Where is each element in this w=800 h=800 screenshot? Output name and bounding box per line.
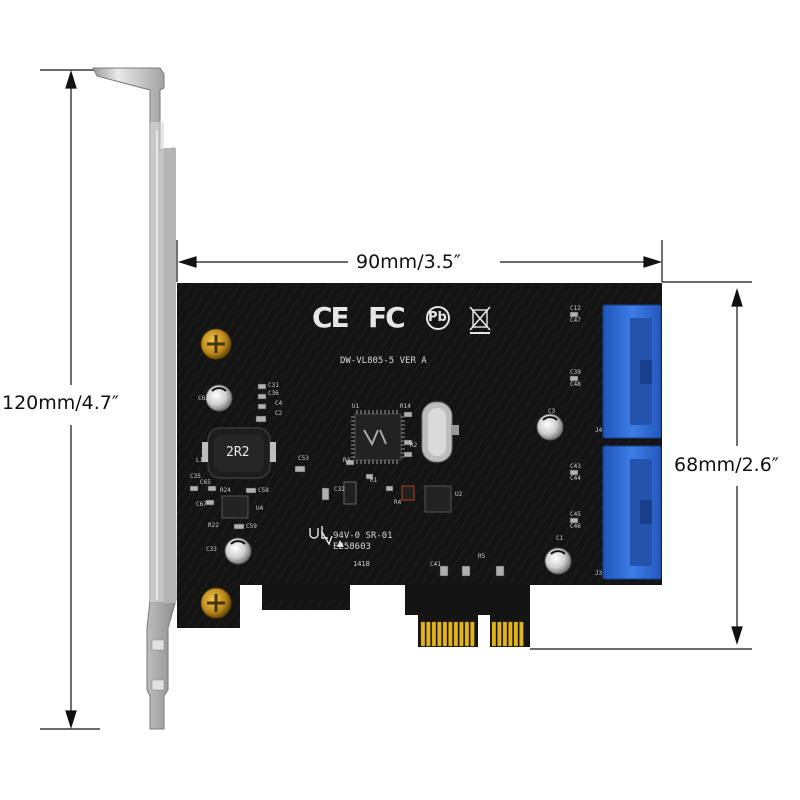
ref-r2: R2: [410, 442, 418, 449]
height-dimension-line: [40, 69, 100, 730]
pb-mark: Pb: [428, 310, 447, 325]
rating-label: 94V-0 SR-01: [333, 531, 393, 541]
ref-r22: R22: [208, 522, 219, 529]
screw-top: [200, 328, 232, 360]
ref-c33: C33: [206, 546, 217, 553]
connector-dimension-label: 68mm/2.6″: [674, 454, 779, 476]
ul-mark: [309, 526, 344, 547]
ref-c62: C62: [198, 395, 209, 402]
ref-c3: C3: [548, 408, 556, 415]
screw-bottom: [200, 587, 232, 619]
capacitor-c1: [544, 547, 572, 575]
ref-c35: C35: [190, 473, 201, 480]
crystal-oscillator: [421, 401, 459, 463]
ref-c46: C46: [570, 523, 581, 530]
ref-c1: C1: [556, 535, 564, 542]
usb-header-top: [602, 304, 662, 439]
ref-c2: C2: [275, 410, 283, 417]
ref-c47: C47: [570, 317, 581, 324]
ic-small: [343, 481, 415, 505]
width-dimension-label: 90mm/3.5″: [356, 251, 461, 273]
ref-l1: L1: [196, 457, 204, 464]
ref-c45: C45: [570, 511, 581, 518]
ic-u2: [424, 485, 452, 513]
metal-bracket: [92, 67, 177, 730]
capacitor-c62: [205, 384, 233, 412]
ref-c12: C12: [570, 305, 581, 312]
capacitor-c33: [224, 537, 252, 565]
inductor-label: 2R2: [226, 445, 250, 460]
ref-r4: R4: [394, 499, 402, 506]
ref-c67: C67: [196, 501, 207, 508]
height-dimension-label: 120mm/4.7″: [2, 392, 119, 414]
ref-c4: C4: [275, 400, 283, 407]
date-code-label: 1418: [353, 560, 370, 568]
ref-r24: R24: [220, 487, 231, 494]
ref-c44: C44: [570, 475, 581, 482]
ref-c59: C59: [246, 523, 257, 530]
ref-c58: C58: [258, 487, 269, 494]
ce-mark: CE: [312, 301, 350, 334]
ref-c53: C53: [298, 455, 309, 462]
cert-symbols: [426, 306, 491, 334]
width-dimension-line: [176, 240, 663, 282]
ref-r3: R3: [343, 457, 351, 464]
ref-j4: J4: [595, 427, 603, 434]
pcb-board: [177, 283, 662, 648]
ref-c36: C36: [268, 390, 279, 397]
ref-c39: C39: [570, 369, 581, 376]
fcc-mark: FC: [368, 301, 406, 334]
ref-c31: C31: [268, 382, 279, 389]
gold-fingers: [418, 614, 530, 647]
ref-r14: R14: [400, 403, 411, 410]
smd-components: [189, 311, 579, 577]
connector-dimension-line: [530, 281, 752, 650]
ic-u4: [221, 495, 249, 519]
ref-u4: U4: [256, 505, 264, 512]
ref-c65: C65: [200, 479, 211, 486]
model-label: DW-VL805-5 VER A: [340, 356, 427, 366]
inductor-2r2: [202, 427, 276, 479]
ref-r5: R5: [478, 553, 486, 560]
ref-c48: C48: [570, 381, 581, 388]
ul-file-label: E258603: [333, 542, 371, 552]
ref-c41: C41: [430, 561, 441, 568]
ref-u2: U2: [455, 491, 463, 498]
usb-header-bottom: [602, 445, 662, 580]
controller-chip-u1: [351, 410, 405, 464]
ref-c43: C43: [570, 463, 581, 470]
ref-u1: U1: [352, 403, 360, 410]
ref-c32: C32: [334, 486, 345, 493]
capacitor-c3: [536, 413, 564, 441]
ref-r1: R1: [370, 477, 378, 484]
ref-j3: J3: [595, 570, 603, 577]
